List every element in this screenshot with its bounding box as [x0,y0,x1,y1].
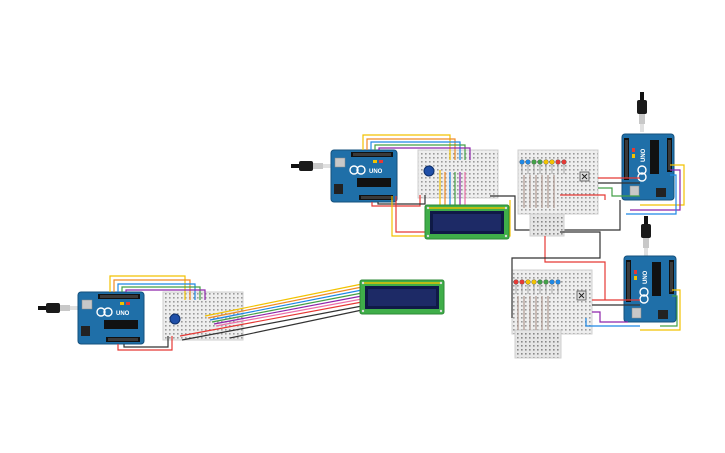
led[interactable] [525,159,531,165]
potentiometer-icon[interactable] [169,313,181,325]
led[interactable] [555,159,561,165]
resistor-row [517,296,549,330]
breadboard[interactable] [514,329,562,359]
arduino-uno-board[interactable] [623,255,677,323]
lcd-display[interactable] [424,204,510,240]
led[interactable] [531,279,537,285]
push-button-icon[interactable] [579,171,590,182]
led[interactable] [537,159,543,165]
arduino-uno-board[interactable] [621,133,675,201]
usb-cable-icon [291,161,331,171]
wire-bundle [560,164,685,215]
led[interactable] [549,159,555,165]
resistor-row [523,175,555,208]
led[interactable] [561,159,567,165]
usb-cable-icon [38,303,78,313]
wire-bundle [511,231,681,331]
assembly-right-top[interactable] [517,92,685,237]
led-row [513,279,561,294]
arduino-uno-board[interactable] [77,291,145,345]
led[interactable] [525,279,531,285]
led[interactable] [531,159,537,165]
led[interactable] [519,159,525,165]
push-button-icon[interactable] [576,290,587,301]
led[interactable] [543,279,549,285]
potentiometer-icon[interactable] [423,165,435,177]
assembly-top-middle[interactable] [291,134,621,240]
led[interactable] [555,279,561,285]
assembly-bottom-left[interactable] [38,275,445,351]
led[interactable] [513,279,519,285]
usb-cable-icon [641,216,651,256]
usb-cable-icon [637,92,647,132]
breadboard[interactable] [529,213,565,237]
assembly-right-bottom[interactable] [511,216,681,359]
led[interactable] [519,279,525,285]
arduino-uno-board[interactable] [330,149,398,203]
lcd-display[interactable] [359,279,445,315]
led[interactable] [537,279,543,285]
wire-bundle [109,275,363,351]
led-row [519,159,567,174]
led[interactable] [543,159,549,165]
led[interactable] [549,279,555,285]
